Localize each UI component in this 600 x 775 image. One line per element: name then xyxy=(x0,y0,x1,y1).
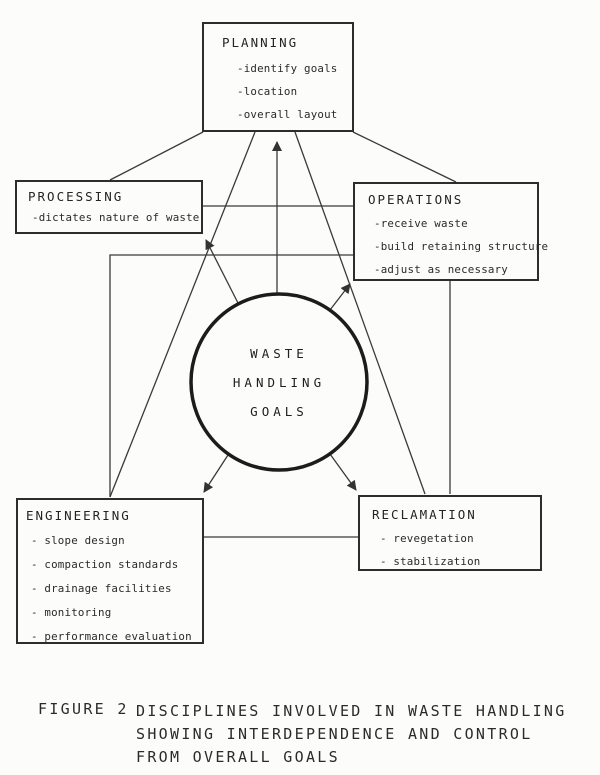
planning-box: PLANNING -identify goals -location -over… xyxy=(202,22,354,132)
operations-item: -receive waste xyxy=(374,217,468,230)
planning-reclamation-line xyxy=(294,131,426,495)
planning-title: PLANNING xyxy=(222,35,299,50)
goals-label-line: GOALS xyxy=(250,404,308,419)
goals-circle xyxy=(189,292,369,472)
processing-item: -dictates nature of waste xyxy=(32,211,200,224)
processing-box: PROCESSING -dictates nature of waste xyxy=(15,180,203,234)
planning-item: -location xyxy=(237,85,298,98)
caption-line: FROM OVERALL GOALS xyxy=(136,748,340,766)
engineering-item: - compaction standards xyxy=(31,558,179,571)
operations-engineering-line xyxy=(109,254,353,497)
engineering-item: - drainage facilities xyxy=(31,582,172,595)
engineering-item: - monitoring xyxy=(31,606,112,619)
goals-label-line: WASTE xyxy=(250,346,308,361)
engineering-title: ENGINEERING xyxy=(26,508,131,523)
processing-title: PROCESSING xyxy=(28,189,124,204)
planning-operations-line xyxy=(352,131,457,183)
planning-item: -identify goals xyxy=(237,62,338,75)
reclamation-item: - stabilization xyxy=(380,555,481,568)
engineering-item: - performance evaluation xyxy=(31,630,192,643)
engineering-item: - slope design xyxy=(31,534,125,547)
goals-circle-label: WASTE HANDLING GOALS xyxy=(199,339,359,426)
operations-item: -adjust as necessary xyxy=(374,263,509,276)
operations-title: OPERATIONS xyxy=(368,192,464,207)
planning-item: -overall layout xyxy=(237,108,338,121)
goals-reclamation-arrow xyxy=(329,453,357,491)
operations-item: -build retaining structure xyxy=(374,240,549,253)
reclamation-item: - revegetation xyxy=(380,532,474,545)
goals-operations-arrow xyxy=(329,283,351,311)
figure-caption-text: DISCIPLINES INVOLVED IN WASTE HANDLING S… xyxy=(136,700,567,769)
engineering-box: ENGINEERING - slope design - compaction … xyxy=(16,498,204,644)
planning-engineering-line xyxy=(109,131,256,498)
goals-engineering-arrow xyxy=(203,454,229,493)
caption-line: SHOWING INTERDEPENDENCE AND CONTROL xyxy=(136,725,533,743)
reclamation-title: RECLAMATION xyxy=(372,507,477,522)
figure-number: FIGURE 2 xyxy=(38,700,129,718)
reclamation-box: RECLAMATION - revegetation - stabilizati… xyxy=(358,495,542,571)
goals-processing-arrow xyxy=(205,239,239,304)
planning-processing-line xyxy=(109,131,204,181)
caption-line: DISCIPLINES INVOLVED IN WASTE HANDLING xyxy=(136,702,567,720)
goals-label-line: HANDLING xyxy=(232,375,326,390)
operations-box: OPERATIONS -receive waste -build retaini… xyxy=(353,182,549,281)
